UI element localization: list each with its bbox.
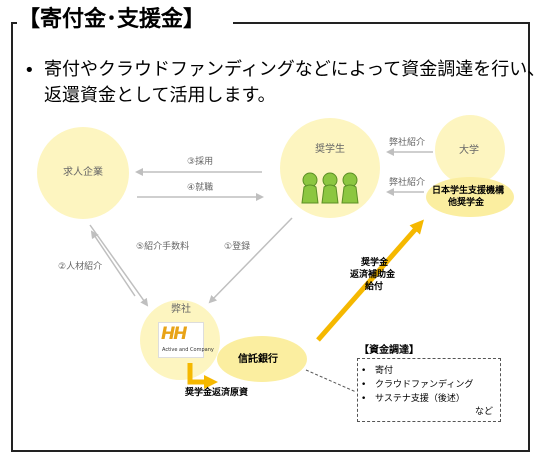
hiring-label: ③採用	[187, 157, 214, 167]
funding-bullet: •	[361, 380, 367, 390]
intro-bottom-label: 弊社紹介	[389, 178, 426, 188]
jasso-node	[426, 177, 514, 217]
referral-arrow	[90, 230, 136, 297]
section-heading: 【寄付金･支援金】	[18, 7, 206, 32]
jasso-label-line2: 他奨学金	[448, 198, 485, 208]
intro-top-label: 弊社紹介	[389, 138, 426, 148]
referral-label: ②人材紹介	[58, 262, 103, 272]
repayment-principal-label: 奨学金返済原資	[185, 388, 249, 398]
employer-node	[37, 127, 129, 219]
student-label: 奨学生	[315, 144, 345, 155]
logo-mark: HH	[161, 324, 188, 344]
grant-label-line3: 給付	[365, 282, 384, 292]
fee-arrow	[89, 224, 149, 307]
jasso-label-line1: 日本学生支援機構	[432, 186, 505, 196]
funding-title: 【資金調達】	[357, 345, 421, 357]
content-frame	[11, 22, 530, 452]
bullet-line-1: 寄付やクラウドファンディングなどによって資金調達を行い、	[44, 59, 536, 80]
trust-bank-node	[217, 336, 307, 382]
employment-label: ④就職	[187, 183, 214, 193]
bullet-line-2: 返還資金として活用します。	[44, 85, 276, 106]
funding-item-sustainability: サステナ支援（後述）	[375, 394, 465, 404]
grant-gold-arrow	[316, 219, 424, 342]
grant-label-line1: 奨学金	[361, 258, 389, 268]
registration-arrow	[208, 217, 293, 304]
funding-connector	[305, 369, 357, 393]
registration-label: ①登録	[224, 242, 251, 252]
frame-left-stub	[11, 22, 17, 24]
university-node	[435, 115, 505, 185]
employer-label: 求人企業	[63, 167, 103, 178]
grant-label-line2: 返済補助金	[350, 270, 396, 280]
student-figures-icon	[301, 172, 359, 204]
funding-box	[357, 358, 501, 422]
university-label: 大学	[459, 145, 479, 156]
frame-top-line	[233, 22, 530, 24]
funding-item-crowdfunding: クラウドファンディング	[375, 380, 474, 390]
funding-bullet: •	[361, 366, 367, 376]
our-company-label: 弊社	[171, 304, 191, 315]
repayment-gold-arrow	[187, 363, 218, 389]
funding-item-donation: 寄付	[375, 366, 394, 376]
bullet-marker: •	[24, 60, 35, 81]
trust-bank-label: 信託銀行	[238, 354, 278, 365]
logo-tagline: Active and Company	[162, 347, 214, 353]
funding-bullet: •	[361, 394, 367, 404]
company-logo: HH Active and Company	[158, 322, 214, 358]
fee-label: ⑤紹介手数料	[136, 242, 190, 252]
funding-etc: など	[475, 407, 494, 417]
